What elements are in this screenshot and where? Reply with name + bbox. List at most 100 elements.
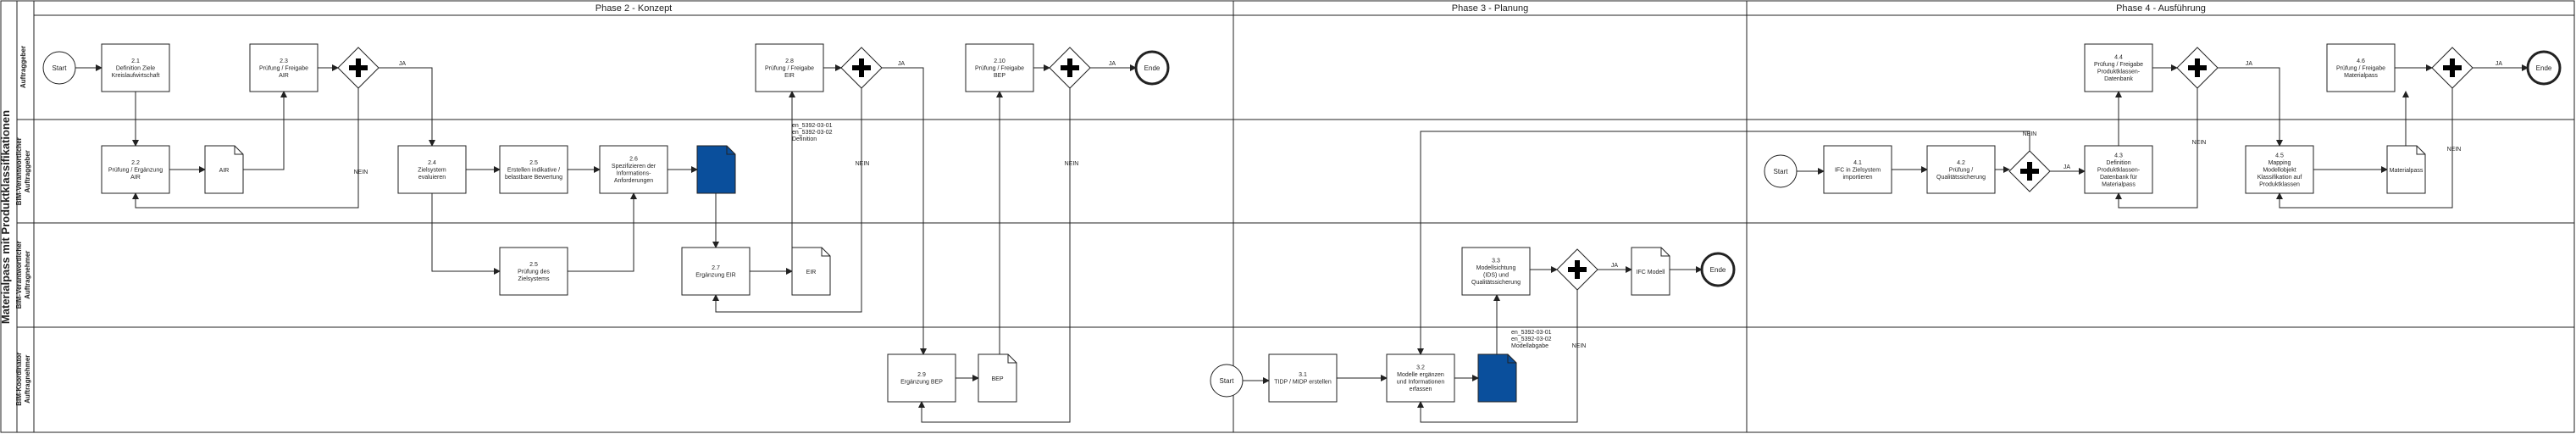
flow-edge	[568, 192, 637, 272]
svg-text:Spezifizieren der: Spezifizieren der	[612, 164, 656, 170]
svg-text:Informations-: Informations-	[617, 171, 652, 177]
svg-text:Erstellen indikative /: Erstellen indikative /	[507, 167, 560, 173]
end-event-e_end_p4: Ende	[2526, 50, 2562, 86]
document-d_blue1[interactable]	[696, 145, 736, 194]
svg-text:Prüfung / Freigabe: Prüfung / Freigabe	[259, 65, 308, 71]
edge-label-n3: NEIN	[1065, 161, 1079, 167]
svg-text:evaluieren: evaluieren	[418, 175, 446, 181]
edge-label-j7: JA	[2496, 61, 2503, 67]
end-event-e_end_ag1: Ende	[1134, 50, 1170, 86]
svg-text:Ergänzung BEP: Ergänzung BEP	[900, 380, 943, 386]
svg-text:AIR: AIR	[279, 73, 289, 79]
flow-edge	[712, 88, 862, 313]
edge-label-n4: NEIN	[1572, 343, 1587, 349]
svg-text:Kreislaufwirtschaft: Kreislaufwirtschaft	[112, 73, 160, 79]
svg-text:BEP: BEP	[991, 376, 1003, 382]
svg-text:4.5: 4.5	[2275, 153, 2284, 159]
svg-text:4.4: 4.4	[2114, 55, 2123, 61]
svg-text:2.3: 2.3	[280, 58, 288, 64]
svg-text:BIM-Koordinator: BIM-Koordinator	[15, 353, 23, 406]
svg-text:Materialpass: Materialpass	[2344, 73, 2378, 79]
svg-text:Prüfung / Freigabe: Prüfung / Freigabe	[975, 65, 1024, 71]
flow-edge	[2115, 88, 2198, 209]
svg-text:2.1: 2.1	[131, 58, 140, 64]
edge-label-n2: NEIN	[856, 161, 870, 167]
gateway-g6	[2176, 47, 2219, 89]
flow-edge	[379, 67, 435, 147]
svg-text:Qualitätssicherung: Qualitätssicherung	[1471, 280, 1521, 286]
svg-text:2.5: 2.5	[529, 160, 538, 166]
svg-text:Datenbank: Datenbank	[2104, 76, 2133, 82]
svg-text:en_5392-03-02: en_5392-03-02	[1511, 337, 1552, 342]
svg-text:Ende: Ende	[1710, 266, 1726, 274]
phase-header-p3: Phase 3 - Planung	[1452, 3, 1529, 14]
gateway-g7	[2431, 47, 2474, 89]
svg-text:Produktklassen-: Produktklassen-	[2097, 167, 2141, 173]
svg-text:2.4: 2.4	[428, 160, 436, 166]
svg-text:EIR: EIR	[806, 270, 817, 275]
svg-text:Auftraggeber: Auftraggeber	[24, 150, 31, 192]
svg-text:Materialpass: Materialpass	[2390, 168, 2424, 174]
flow-edge	[132, 88, 359, 209]
flow-edge	[1417, 290, 1578, 423]
svg-text:BIM-Verantwortlicher: BIM-Verantwortlicher	[15, 137, 23, 205]
flow-edge	[996, 91, 1017, 379]
document-d_air[interactable]: AIR	[204, 145, 244, 194]
svg-text:BEP: BEP	[994, 73, 1005, 79]
svg-text:belastbare Bewertung: belastbare Bewertung	[505, 175, 562, 181]
svg-text:2.5: 2.5	[529, 262, 538, 268]
gateway-g4	[1556, 248, 1598, 291]
document-d_eir[interactable]: EIR	[791, 247, 831, 296]
document-d_bep[interactable]: BEP	[978, 353, 1017, 403]
end-event-e_end_an: Ende	[1700, 252, 1736, 287]
edge-label-n7: NEIN	[2447, 147, 2462, 153]
svg-text:4.1: 4.1	[1853, 160, 1862, 166]
svg-text:2.6: 2.6	[629, 157, 638, 163]
svg-text:EIR: EIR	[784, 73, 795, 79]
start-event-e_start_p4: Start	[1764, 154, 1798, 188]
svg-text:Definition: Definition	[792, 136, 817, 142]
svg-text:Modellobjekt: Modellobjekt	[2263, 167, 2296, 173]
svg-text:2.2: 2.2	[131, 160, 140, 166]
gateway-g5	[2008, 150, 2051, 192]
svg-text:Definition Ziele: Definition Ziele	[116, 65, 155, 71]
svg-text:4.3: 4.3	[2114, 153, 2123, 159]
svg-text:Auftraggeber: Auftraggeber	[19, 46, 27, 88]
document-d_ifc[interactable]: IFC Modell	[1631, 247, 1670, 296]
document-d_blue2[interactable]	[1477, 353, 1517, 403]
document-d_mp[interactable]: Materialpass	[2386, 145, 2426, 194]
svg-text:2.8: 2.8	[785, 58, 794, 64]
svg-text:Modellsichtung: Modellsichtung	[1476, 265, 1516, 271]
svg-text:Prüfung / Freigabe: Prüfung / Freigabe	[765, 65, 814, 71]
edge-label-j2: JA	[898, 61, 906, 67]
svg-text:Qualitätssicherung: Qualitätssicherung	[1936, 175, 1986, 181]
svg-text:Mapping: Mapping	[2269, 160, 2291, 166]
svg-text:Prüfung / Freigabe: Prüfung / Freigabe	[2336, 65, 2385, 71]
svg-text:2.9: 2.9	[917, 372, 926, 378]
